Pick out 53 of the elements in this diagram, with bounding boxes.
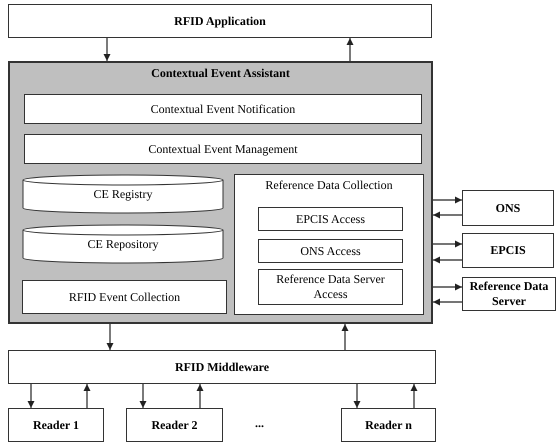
box-label: Reader n [364, 418, 413, 432]
component-box [341, 408, 436, 442]
box-label: Reader 1 [32, 418, 80, 432]
component-box [462, 277, 556, 311]
arrow [433, 283, 462, 291]
component-box [8, 350, 436, 384]
arrow [196, 384, 204, 408]
container-box [8, 61, 433, 324]
box-label: RFID Middleware [174, 360, 270, 374]
component-box [24, 94, 422, 124]
arrow [341, 324, 349, 350]
ellipsis-label: ... [255, 415, 264, 432]
heading: Contextual Event Assistant [150, 66, 291, 81]
box-label: Reference Data Server Access [275, 272, 386, 302]
box-label: Reader 2 [150, 418, 199, 432]
component-box [22, 280, 227, 314]
box-label: EPCIS Access [295, 212, 366, 226]
arrow [103, 38, 111, 61]
box-label: RFID Application [173, 14, 267, 28]
box-label: Contextual Event Management [147, 142, 299, 156]
box-label: ONS Access [299, 244, 362, 258]
component-box [258, 269, 403, 305]
arrow [27, 384, 35, 408]
component-box [8, 408, 104, 442]
component-box [462, 190, 554, 226]
arrow [139, 384, 147, 408]
arrow [433, 256, 462, 264]
arrow [433, 240, 462, 248]
component-box [8, 4, 432, 38]
component-box [258, 207, 403, 231]
box-label: CE Repository [86, 236, 160, 252]
arrow [346, 38, 354, 61]
component-box [258, 239, 403, 263]
box-label: Contextual Event Notification [150, 102, 296, 116]
box-label: CE Registry [92, 186, 154, 202]
database-cylinder [22, 174, 224, 214]
arrow [433, 298, 462, 306]
arrow [83, 384, 91, 408]
arrow [433, 196, 462, 204]
component-box [462, 233, 554, 268]
container-box [234, 174, 424, 315]
box-label: ONS [494, 200, 522, 216]
heading: Reference Data Collection [264, 178, 394, 193]
component-box [126, 408, 223, 442]
component-box [24, 134, 422, 164]
arrow [433, 211, 462, 219]
database-cylinder [22, 224, 224, 264]
arrow [106, 324, 114, 350]
arrow [353, 384, 361, 408]
box-label: RFID Event Collection [68, 290, 182, 304]
box-label: Reference Data Server [468, 279, 550, 309]
box-label: EPCIS [489, 243, 527, 258]
arrow [410, 384, 418, 408]
